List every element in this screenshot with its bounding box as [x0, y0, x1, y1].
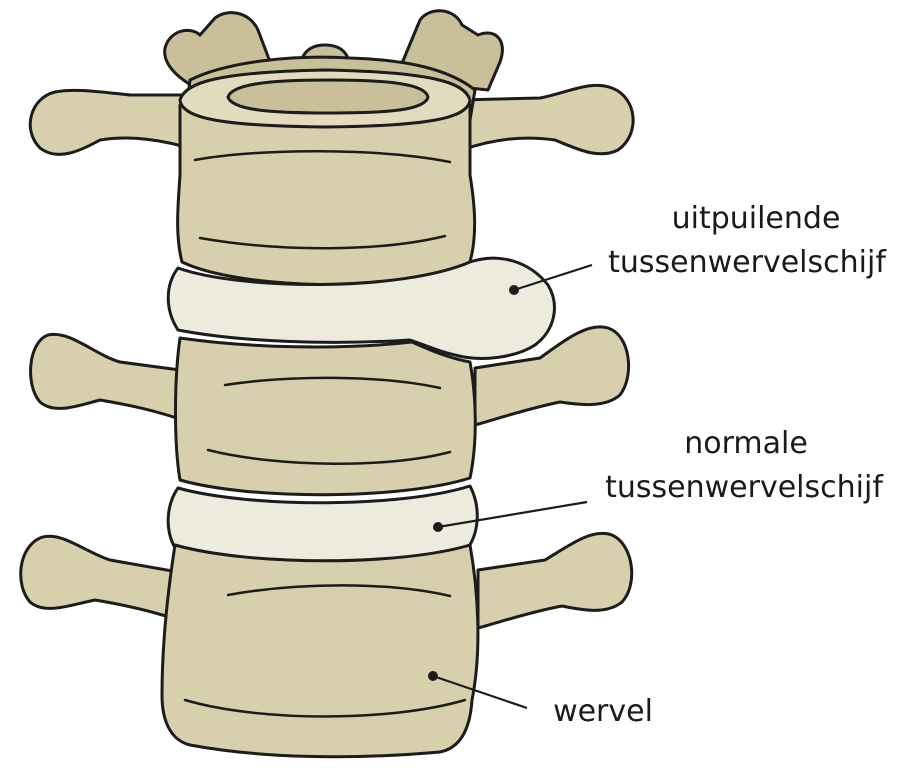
- label-vertebra: wervel: [553, 694, 653, 729]
- leader-normal-disc: [433, 500, 588, 532]
- top-right-transverse-process: [458, 83, 635, 156]
- middle-right-transverse-process: [473, 325, 631, 427]
- middle-body: [174, 336, 477, 497]
- bottom-body: [160, 543, 480, 759]
- middle-vertebra: [29, 325, 631, 497]
- bottom-vertebra: [19, 532, 634, 759]
- bottom-left-transverse-process: [19, 534, 180, 622]
- bulging-disc: [166, 256, 556, 360]
- top-vertebral-body: [176, 68, 477, 287]
- normal-disc: [166, 484, 479, 565]
- middle-left-transverse-process: [29, 332, 184, 422]
- leader-bulging-disc: [509, 263, 593, 295]
- top-body-side: [176, 103, 477, 287]
- label-normal-disc-line2: tussenwervelschijf: [605, 470, 884, 505]
- top-left-transverse-process: [28, 88, 202, 156]
- leader-vertebra: [428, 671, 528, 710]
- bottom-right-transverse-process: [476, 532, 634, 630]
- label-bulging-disc-line1: uitpuilende: [672, 201, 841, 236]
- label-normal-disc-line1: normale: [684, 426, 808, 461]
- top-endplate-texture: [226, 78, 430, 115]
- label-bulging-disc-line2: tussenwervelschijf: [608, 245, 887, 280]
